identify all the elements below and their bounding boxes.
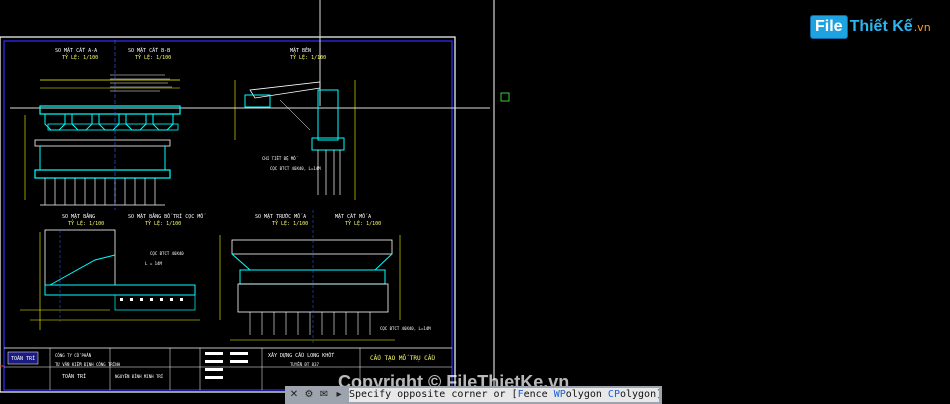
- svg-text:CỌC BTCT 40X40, L=14M: CỌC BTCT 40X40, L=14M: [380, 326, 431, 331]
- drawing-name: CẤU TẠO MỐ TRỤ CẦU: [370, 355, 435, 362]
- svg-text:TỶ LỆ: 1/100: TỶ LỆ: 1/100: [135, 53, 171, 61]
- company-line2: TƯ VẤN KIỂM ĐỊNH CÔNG TRÌNH: [55, 362, 121, 367]
- option-wpolygon-key[interactable]: WP: [553, 389, 566, 400]
- prompt-prefix: Specify opposite corner or [: [349, 389, 518, 400]
- project-line2: TUYẾN ĐT 837: [290, 362, 319, 367]
- wrench-icon[interactable]: ⚙: [304, 389, 314, 400]
- svg-text:TỶ LỆ: 1/100: TỶ LỆ: 1/100: [345, 219, 381, 227]
- svg-text:CỌC BTCT 40X40: CỌC BTCT 40X40: [150, 251, 184, 256]
- label-section-aa2: MẶT CẮT MỐ A: [335, 213, 371, 220]
- label-front-view: SO MẶT BẰNG: [62, 212, 95, 220]
- svg-text:L = 14M: L = 14M: [145, 261, 162, 266]
- brand-logo: File Thiết Kế .vn: [810, 13, 931, 41]
- logo-name: Thiết Kế: [849, 18, 913, 35]
- svg-text:TỶ LỆ: 1/100: TỶ LỆ: 1/100: [272, 219, 308, 227]
- view-section-aa: SO MẶT CẮT A-A SO MẶT CẮT B-B TỶ LỆ: 1/1…: [24, 40, 181, 210]
- logo-mark: File: [810, 15, 848, 39]
- label-side-view: MẶT BÊN: [290, 46, 311, 54]
- view-front: SO MẶT BẰNG SO MẶT BẰNG BỐ TRÍ CỌC MỐ TỶ…: [20, 212, 206, 330]
- project-line1: XÂY DỰNG CẦU LONG KHỐT: [268, 352, 334, 359]
- sheet-outer-border: [0, 36, 456, 393]
- label-section-aa: SO MẶT CẮT A-A: [55, 47, 97, 54]
- svg-text:TỶ LỆ: 1/100: TỶ LỆ: 1/100: [62, 53, 98, 61]
- arrow-icon[interactable]: ▸: [336, 389, 342, 400]
- svg-text:TỶ LỆ: 1/100: TỶ LỆ: 1/100: [145, 219, 181, 227]
- label-front-abutment: SO MẶT TRƯỚC MỐ A: [255, 213, 306, 220]
- svg-text:CỌC BTCT 40X40, L=14M: CỌC BTCT 40X40, L=14M: [270, 166, 321, 171]
- view-front-abutment: SO MẶT TRƯỚC MỐ A MẶT CẮT MỐ A TỶ LỆ: 1/…: [219, 210, 431, 345]
- option-cpolygon-key[interactable]: CP: [607, 389, 620, 400]
- svg-text:CHI TIẾT BỆ MỐ: CHI TIẾT BỆ MỐ: [262, 156, 298, 161]
- command-line[interactable]: ✕ ⚙ ✉ ▸ Specify opposite corner or [Fenc…: [285, 386, 662, 404]
- svg-text:TỶ LỆ: 1/100: TỶ LỆ: 1/100: [68, 219, 104, 227]
- company-logo-text: TOÀN TRÍ: [11, 354, 35, 362]
- company-line1: CÔNG TY CỔ PHẦN: [55, 353, 92, 358]
- close-icon[interactable]: ✕: [289, 389, 299, 400]
- company-line3: TOÀN TRÍ: [62, 372, 86, 380]
- signer-name: NGUYỄN ĐÌNH MINH TRÍ: [115, 374, 164, 379]
- label-section-bb: SO MẶT CẮT B-B: [128, 47, 170, 54]
- title-block: TOÀN TRÍ CÔNG TY CỔ PHẦN TƯ VẤN KIỂM ĐỊN…: [4, 347, 452, 390]
- option-fence-key[interactable]: F: [517, 389, 524, 400]
- logo-tld: .vn: [913, 20, 931, 34]
- label-pile-plan: SO MẶT BẰNG BỐ TRÍ CỌC MỐ: [128, 212, 206, 220]
- command-prompt[interactable]: Specify opposite corner or [Fence WPolyg…: [349, 388, 659, 402]
- sheet-inner-border: [3, 40, 453, 391]
- option-cpolygon-rest[interactable]: olygon]:: [619, 389, 659, 400]
- option-wpolygon-rest[interactable]: olygon: [565, 389, 608, 400]
- pickbox: [500, 92, 510, 102]
- comment-icon[interactable]: ✉: [319, 389, 329, 400]
- option-fence-rest[interactable]: ence: [523, 389, 554, 400]
- view-side: MẶT BÊN TỶ LỆ: 1/100 CHI TIẾT BỆ MỐ CỌC …: [234, 46, 356, 200]
- label-scale-side: TỶ LỆ: 1/100: [290, 53, 326, 61]
